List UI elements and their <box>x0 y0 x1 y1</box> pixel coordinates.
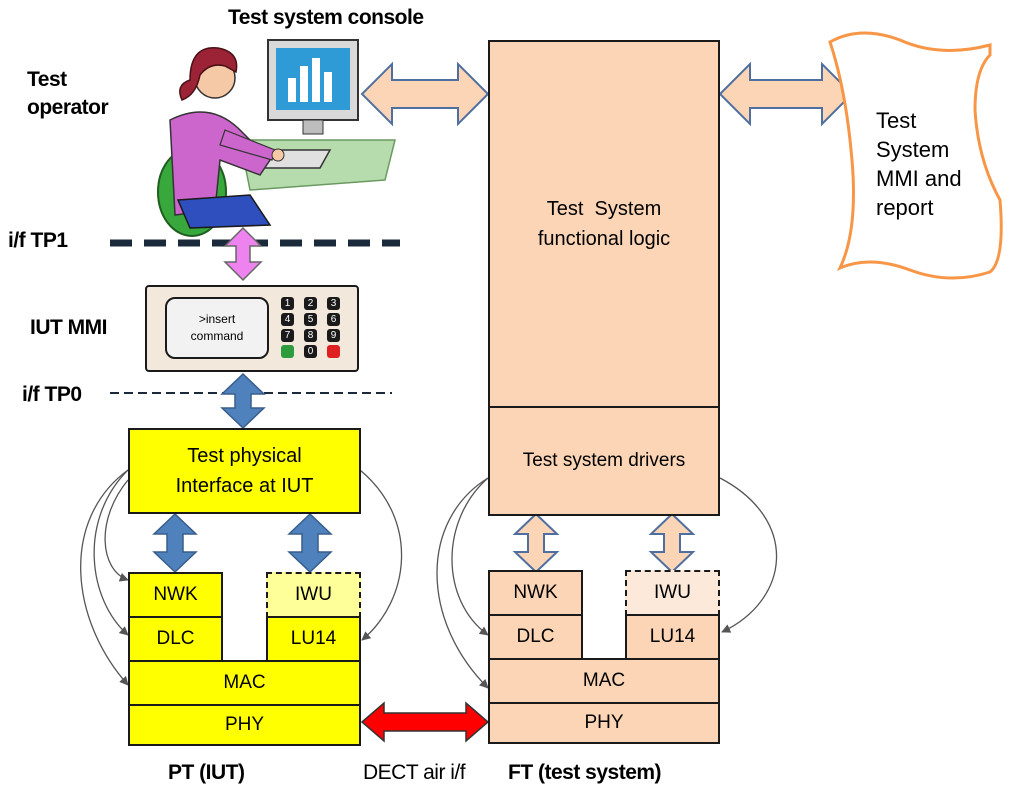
key-5[interactable]: 5 <box>304 313 317 326</box>
left-mac-box: MAC <box>128 660 361 706</box>
left-iwu-box: IWU <box>266 572 361 618</box>
console-logic-arrow <box>360 61 490 127</box>
report-text: Test System MMI and report <box>876 108 962 220</box>
iut-mmi-device: >insert command 1 2 3 4 5 6 7 8 9 0 <box>145 285 359 372</box>
left-phy-box: PHY <box>128 704 361 746</box>
right-arrow-nwk <box>512 512 560 574</box>
key-0[interactable]: 0 <box>304 345 317 358</box>
test-system-drivers-box: Test system drivers <box>488 406 720 516</box>
key-3[interactable]: 3 <box>327 297 340 310</box>
mmi-screen: >insert command <box>165 297 269 359</box>
key-4[interactable]: 4 <box>281 313 294 326</box>
key-7[interactable]: 7 <box>281 329 294 342</box>
right-lu14-box: LU14 <box>625 614 720 660</box>
logic-report-arrow <box>718 61 854 127</box>
if-tp0-label: i/f TP0 <box>22 383 82 406</box>
key-1[interactable]: 1 <box>281 297 294 310</box>
right-arrow-iwu <box>648 512 696 574</box>
test-operator-illustration <box>157 39 396 237</box>
test-physical-interface-box: Test physical Interface at IUT <box>128 428 361 514</box>
if-tp1-label: i/f TP1 <box>8 229 68 252</box>
iut-mmi-label: IUT MMI <box>30 316 107 339</box>
key-red[interactable] <box>327 345 340 358</box>
right-iwu-box: IWU <box>625 570 720 616</box>
left-arrow-nwk <box>152 512 198 574</box>
left-arrow-iwu <box>287 512 333 574</box>
dect-air-arrow <box>360 701 490 743</box>
tp0-double-arrow <box>220 372 266 430</box>
test-operator-label: Test operator <box>27 68 109 119</box>
report-shape <box>828 31 1003 280</box>
pt-iut-label: PT (IUT) <box>168 761 245 784</box>
right-dlc-box: DLC <box>488 614 583 660</box>
test-system-functional-logic-box: Test System functional logic <box>488 40 720 408</box>
left-lu14-box: LU14 <box>266 616 361 662</box>
key-2[interactable]: 2 <box>304 297 317 310</box>
tp1-double-arrow <box>223 226 263 282</box>
key-green[interactable] <box>281 345 294 358</box>
dect-air-label: DECT air i/f <box>363 761 466 784</box>
left-dlc-box: DLC <box>128 616 223 662</box>
right-nwk-box: NWK <box>488 570 583 616</box>
left-nwk-box: NWK <box>128 572 223 618</box>
key-6[interactable]: 6 <box>327 313 340 326</box>
right-phy-box: PHY <box>488 702 720 744</box>
test-system-console-label: Test system console <box>228 6 424 29</box>
key-9[interactable]: 9 <box>327 329 340 342</box>
right-mac-box: MAC <box>488 658 720 704</box>
ft-test-system-label: FT (test system) <box>508 761 662 784</box>
key-8[interactable]: 8 <box>304 329 317 342</box>
